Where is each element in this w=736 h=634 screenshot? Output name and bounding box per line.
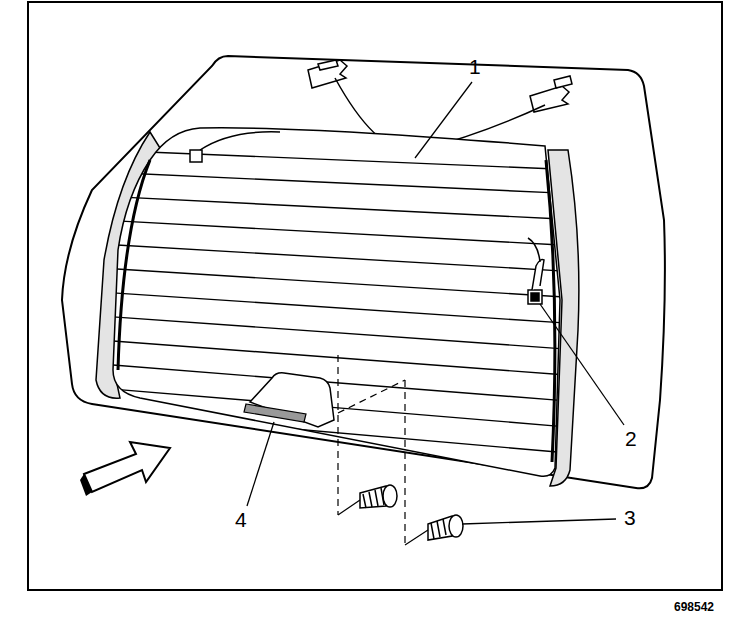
wire [200,132,280,150]
view-arrow [84,442,170,492]
callout-number: 2 [625,428,637,449]
view-arrow [80,474,92,496]
glass-pane [113,128,560,477]
hinge [308,60,572,112]
callout-number: 3 [624,507,636,528]
leader-line [247,82,624,524]
fastener-path [338,355,428,545]
wire [528,238,540,262]
figure-number: 698542 [674,601,714,613]
terminal [190,150,544,304]
glass-outline [62,56,665,488]
release-switch [244,404,306,422]
callout-number: 1 [469,56,481,77]
callout-number: 4 [235,509,247,530]
frame [28,2,722,590]
defroster-grid [100,150,580,454]
bus-bar [118,160,150,370]
bus-bar [546,160,555,462]
screw [360,485,463,540]
